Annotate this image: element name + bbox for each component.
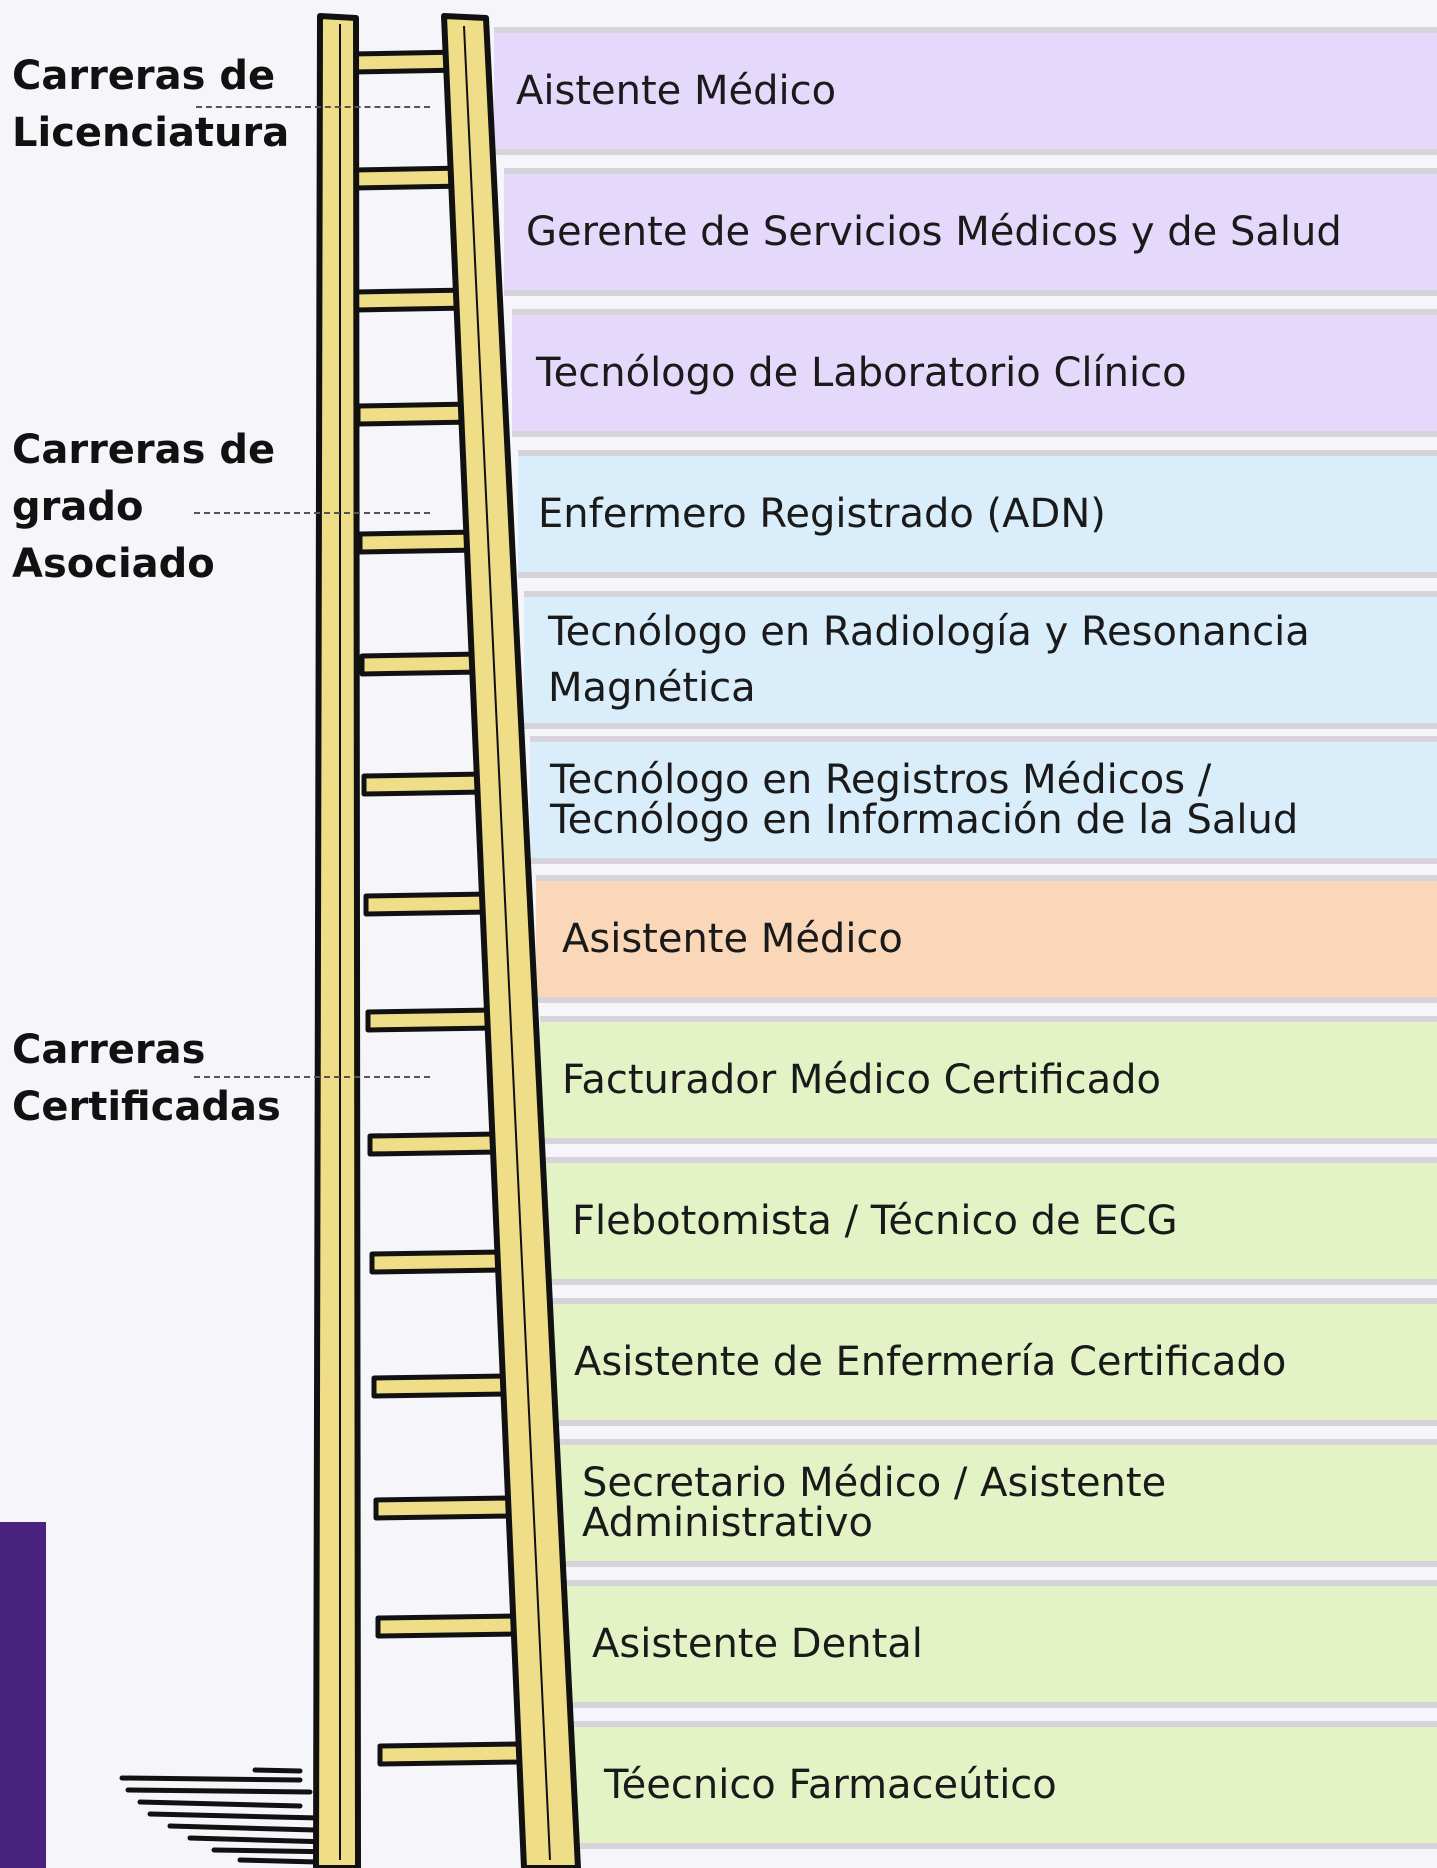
career-band-asociado-3: Tecnólogo en Registros Médicos / Tecnólo… xyxy=(530,736,1437,864)
career-band-certificada-5: Secretario Médico / Asistente Administra… xyxy=(556,1439,1437,1567)
career-band-certificada-6: Asistente Dental xyxy=(564,1580,1437,1708)
leader-line-asociado xyxy=(194,512,430,514)
career-label: Gerente de Servicios Médicos y de Salud xyxy=(526,208,1342,255)
career-band-certificada-7: Téecnico Farmaceútico xyxy=(570,1721,1437,1849)
leader-line-certificadas xyxy=(194,1076,430,1078)
career-label: Asistente Dental xyxy=(592,1620,923,1667)
career-band-certificada-4: Asistente de Enfermería Certificado xyxy=(552,1298,1437,1426)
career-label: Téecnico Farmaceútico xyxy=(604,1761,1057,1808)
career-band-asociado-2: Tecnólogo en Radiología y Resonancia Mag… xyxy=(524,591,1437,729)
group-label-certificadas: Carreras Certificadas xyxy=(12,1027,281,1130)
career-label: Asistente Médico xyxy=(562,915,903,962)
group-label-asociado: Carreras de grado Asociado xyxy=(12,427,276,587)
career-label: Tecnólogo en Registros Médicos / Tecnólo… xyxy=(550,757,1299,843)
career-label: Flebotomista / Técnico de ECG xyxy=(572,1197,1178,1244)
career-label: Enfermero Registrado (ADN) xyxy=(538,490,1106,537)
career-band-certificada-3: Flebotomista / Técnico de ECG xyxy=(546,1157,1437,1285)
career-band-certificada-1: Asistente Médico xyxy=(536,875,1437,1003)
career-band-licenciatura-3: Tecnólogo de Laboratorio Clínico xyxy=(512,309,1437,437)
leader-line-licenciatura xyxy=(196,106,430,108)
career-band-asociado-1: Enfermero Registrado (ADN) xyxy=(518,450,1437,578)
ground-shadow xyxy=(119,1767,343,1865)
career-band-licenciatura-2: Gerente de Servicios Médicos y de Salud xyxy=(504,168,1437,296)
career-band-licenciatura-1: Aistente Médico xyxy=(494,27,1437,155)
ladder-rails xyxy=(313,13,581,1868)
career-label: Tecnólogo en Radiología y Resonancia Mag… xyxy=(548,609,1310,711)
career-label: Facturador Médico Certificado xyxy=(562,1056,1162,1103)
rail-highlights xyxy=(339,24,551,1861)
career-band-certificada-2: Facturador Médico Certificado xyxy=(540,1016,1437,1144)
career-label: Tecnólogo de Laboratorio Clínico xyxy=(536,349,1187,396)
decorative-accent-block xyxy=(0,1522,46,1868)
career-label: Secretario Médico / Asistente Administra… xyxy=(582,1460,1167,1546)
group-label-licenciatura: Carreras de Licenciatura xyxy=(12,53,290,156)
career-label: Aistente Médico xyxy=(516,67,837,114)
career-label: Asistente de Enfermería Certificado xyxy=(574,1338,1287,1385)
ladder-illustration xyxy=(119,13,581,1868)
